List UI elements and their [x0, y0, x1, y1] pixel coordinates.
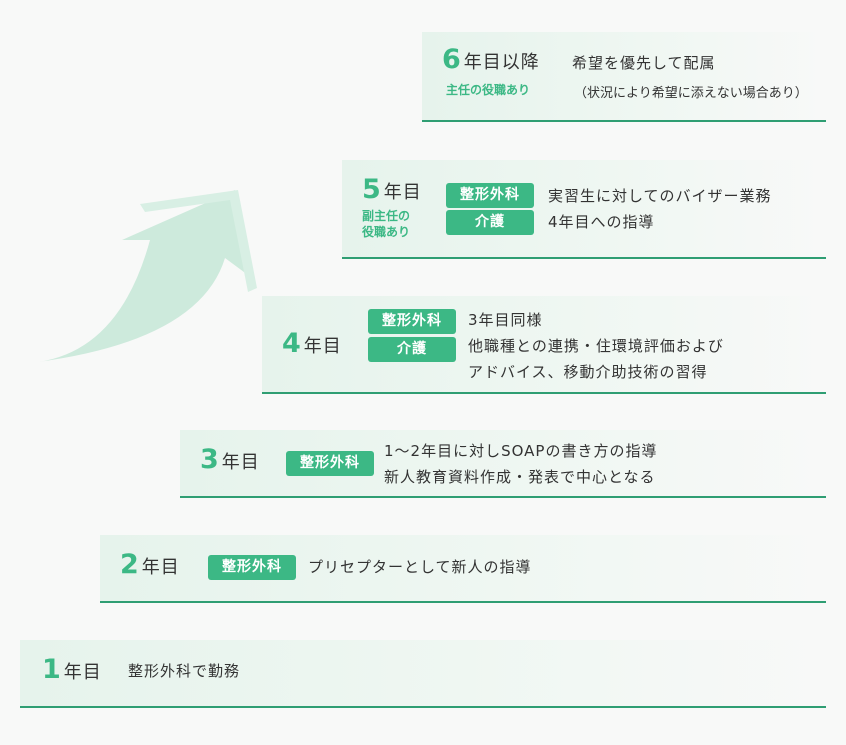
- year-unit: 年目以降: [463, 52, 540, 73]
- dept-tag: 介護: [368, 337, 456, 362]
- desc-line: 3年目同様: [468, 311, 543, 329]
- year-number: 5: [362, 174, 382, 205]
- year-unit: 年目: [383, 182, 422, 203]
- desc-line: 1～2年目に対しSOAPの書き方の指導: [384, 442, 658, 460]
- year-number: 4: [282, 328, 302, 359]
- year-unit: 年目: [221, 452, 260, 473]
- desc-line: 整形外科で勤務: [128, 662, 241, 680]
- desc-line: 他職種との連携・住環境評価および: [468, 337, 724, 355]
- desc-line: アドバイス、移動介助技術の習得: [468, 363, 708, 381]
- year-number: 1: [42, 654, 62, 685]
- dept-tag: 整形外科: [286, 451, 374, 476]
- step-description: プリセプターとして新人の指導: [308, 554, 532, 580]
- year-number: 6: [442, 44, 462, 75]
- year-unit: 年目: [303, 336, 342, 357]
- step-description: 実習生に対してのバイザー業務 4年目への指導: [548, 183, 772, 235]
- desc-line: 希望を優先して配属: [572, 54, 716, 72]
- step-description: 3年目同様 他職種との連携・住環境評価および アドバイス、移動介助技術の習得: [468, 307, 724, 385]
- desc-line: 4年目への指導: [548, 213, 655, 231]
- role-label: 主任の役職あり: [446, 82, 530, 98]
- year-number: 2: [120, 549, 140, 580]
- step-description: 希望を優先して配属: [572, 50, 716, 76]
- step-description: 1～2年目に対しSOAPの書き方の指導 新人教育資料作成・発表で中心となる: [384, 438, 657, 490]
- year-unit: 年目: [63, 662, 102, 683]
- year-unit: 年目: [141, 557, 180, 578]
- step-note: （状況により希望に添えない場合あり）: [574, 86, 808, 101]
- step-description: 整形外科で勤務: [128, 658, 240, 684]
- dept-tag: 整形外科: [446, 183, 534, 208]
- desc-line: 新人教育資料作成・発表で中心となる: [384, 468, 656, 486]
- role-label: 副主任の 役職あり: [362, 208, 410, 240]
- dept-tag: 整形外科: [368, 309, 456, 334]
- dept-tag: 整形外科: [208, 555, 296, 580]
- role-line: 主任の役職あり: [446, 83, 531, 97]
- year-number: 3: [200, 444, 220, 475]
- dept-tag: 介護: [446, 210, 534, 235]
- role-line: 役職あり: [362, 225, 411, 239]
- desc-line: 実習生に対してのバイザー業務: [548, 187, 772, 205]
- role-line: 副主任の: [362, 209, 411, 223]
- desc-line: プリセプターとして新人の指導: [308, 558, 532, 576]
